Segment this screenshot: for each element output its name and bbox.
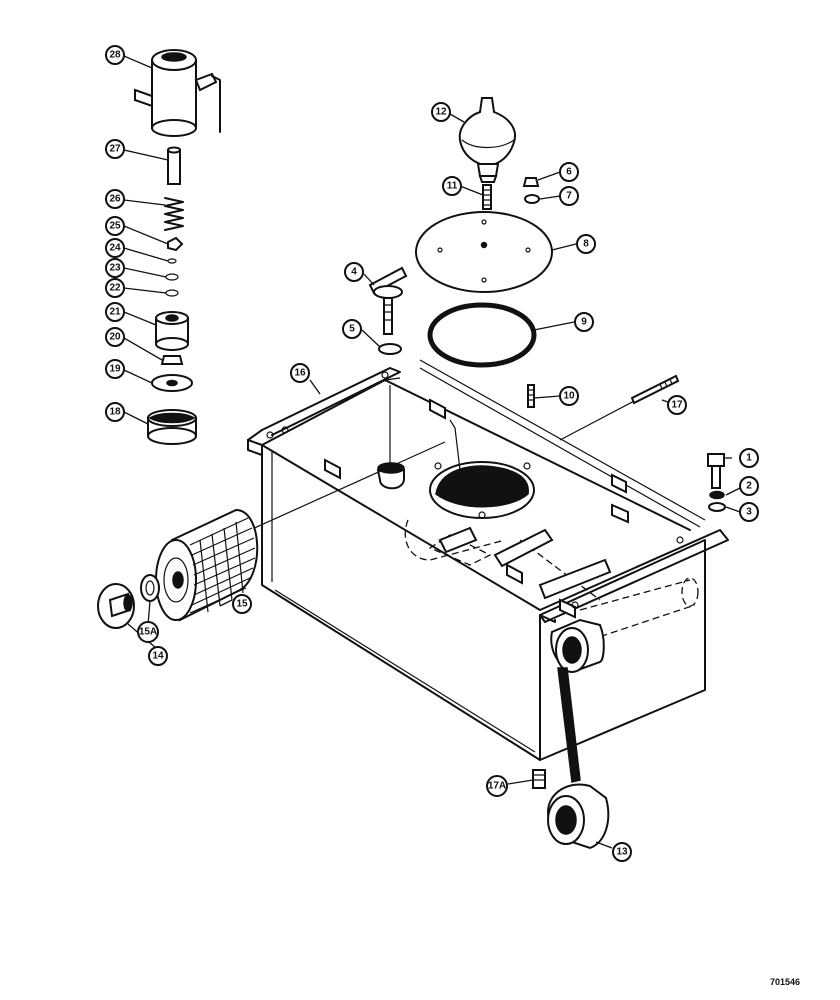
- svg-text:18: 18: [109, 407, 121, 418]
- callout-19: 19: [105, 359, 125, 379]
- svg-text:2: 2: [746, 481, 752, 492]
- filter-element: [155, 508, 259, 622]
- callout-24: 24: [105, 238, 125, 258]
- filler-cap-dipstick: [368, 266, 408, 335]
- valve-body: [155, 311, 189, 351]
- svg-text:11: 11: [447, 181, 458, 192]
- callout-15a: 15A: [137, 621, 159, 643]
- callout-21: 21: [105, 302, 125, 322]
- filter-gasket: [140, 574, 160, 602]
- callout-23: 23: [105, 258, 125, 278]
- svg-text:27: 27: [109, 144, 121, 155]
- hydraulic-tank: [247, 359, 729, 761]
- level-sending-unit: [134, 49, 221, 137]
- callout-20: 20: [105, 327, 125, 347]
- callout-8: 8: [576, 234, 596, 254]
- nut-and-washer: [522, 177, 540, 204]
- ring-22: [165, 289, 179, 297]
- callout-9: 9: [574, 312, 594, 332]
- callout-26: 26: [105, 189, 125, 209]
- callout-1: 1: [739, 448, 759, 468]
- callout-22: 22: [105, 278, 125, 298]
- svg-text:24: 24: [109, 243, 121, 254]
- callout-17: 17: [667, 395, 687, 415]
- callout-13: 13: [612, 842, 632, 862]
- filter-cover: [97, 583, 135, 629]
- tank-mounting-hardware: [707, 453, 726, 512]
- svg-text:12: 12: [435, 107, 447, 118]
- svg-text:20: 20: [109, 332, 121, 343]
- callout-27: 27: [105, 139, 125, 159]
- svg-text:15: 15: [236, 599, 248, 610]
- callout-6: 6: [559, 162, 579, 182]
- callout-18: 18: [105, 402, 125, 422]
- svg-text:14: 14: [152, 651, 164, 662]
- callout-5: 5: [342, 319, 362, 339]
- flat-washer: [151, 374, 193, 392]
- svg-text:22: 22: [109, 283, 121, 294]
- svg-text:16: 16: [294, 368, 306, 379]
- callout-28: 28: [105, 45, 125, 65]
- svg-text:3: 3: [746, 507, 752, 518]
- svg-text:15A: 15A: [139, 627, 157, 638]
- tank-cover-o-ring: [427, 302, 537, 368]
- svg-text:13: 13: [616, 847, 628, 858]
- svg-text:8: 8: [583, 239, 589, 250]
- svg-text:28: 28: [109, 50, 121, 61]
- spool-pin: [167, 146, 181, 185]
- valve-seat: [160, 355, 184, 365]
- svg-text:19: 19: [109, 364, 121, 375]
- tank-cover-plate: [415, 211, 553, 293]
- retaining-sleeve: [147, 409, 197, 445]
- svg-text:17: 17: [671, 400, 683, 411]
- callout-17a: 17A: [486, 775, 508, 797]
- callout-3: 3: [739, 502, 759, 522]
- callout-4: 4: [344, 262, 364, 282]
- drawing-number: 701546: [770, 977, 801, 987]
- check-ball: [167, 236, 184, 252]
- callout-14: 14: [148, 646, 168, 666]
- breather-stud: [482, 184, 492, 210]
- filler-gasket: [378, 343, 402, 355]
- svg-text:23: 23: [109, 263, 121, 274]
- callout-2: 2: [739, 476, 759, 496]
- svg-text:7: 7: [566, 191, 572, 202]
- svg-text:21: 21: [109, 307, 121, 318]
- ring-23: [165, 273, 179, 281]
- ring-24: [167, 258, 177, 264]
- svg-text:5: 5: [349, 324, 355, 335]
- svg-text:4: 4: [351, 267, 357, 278]
- svg-text:9: 9: [581, 317, 587, 328]
- svg-text:17A: 17A: [488, 781, 506, 792]
- drain-plug: [532, 769, 546, 789]
- relief-spring: [164, 197, 184, 231]
- callout-12: 12: [431, 102, 451, 122]
- callout-10: 10: [559, 386, 579, 406]
- callout-25: 25: [105, 216, 125, 236]
- breather-assembly: [458, 97, 516, 183]
- callout-11: 11: [442, 176, 462, 196]
- svg-text:26: 26: [109, 194, 121, 205]
- svg-text:25: 25: [109, 221, 121, 232]
- callout-15: 15: [232, 594, 252, 614]
- leader-lines: [123, 55, 741, 849]
- long-stud: [630, 374, 680, 405]
- suction-hose-coupling: [546, 667, 610, 850]
- cover-stud: [527, 384, 535, 408]
- svg-text:1: 1: [746, 453, 752, 464]
- svg-text:6: 6: [566, 167, 572, 178]
- svg-text:10: 10: [563, 391, 575, 402]
- callout-16: 16: [290, 363, 310, 383]
- callout-7: 7: [559, 186, 579, 206]
